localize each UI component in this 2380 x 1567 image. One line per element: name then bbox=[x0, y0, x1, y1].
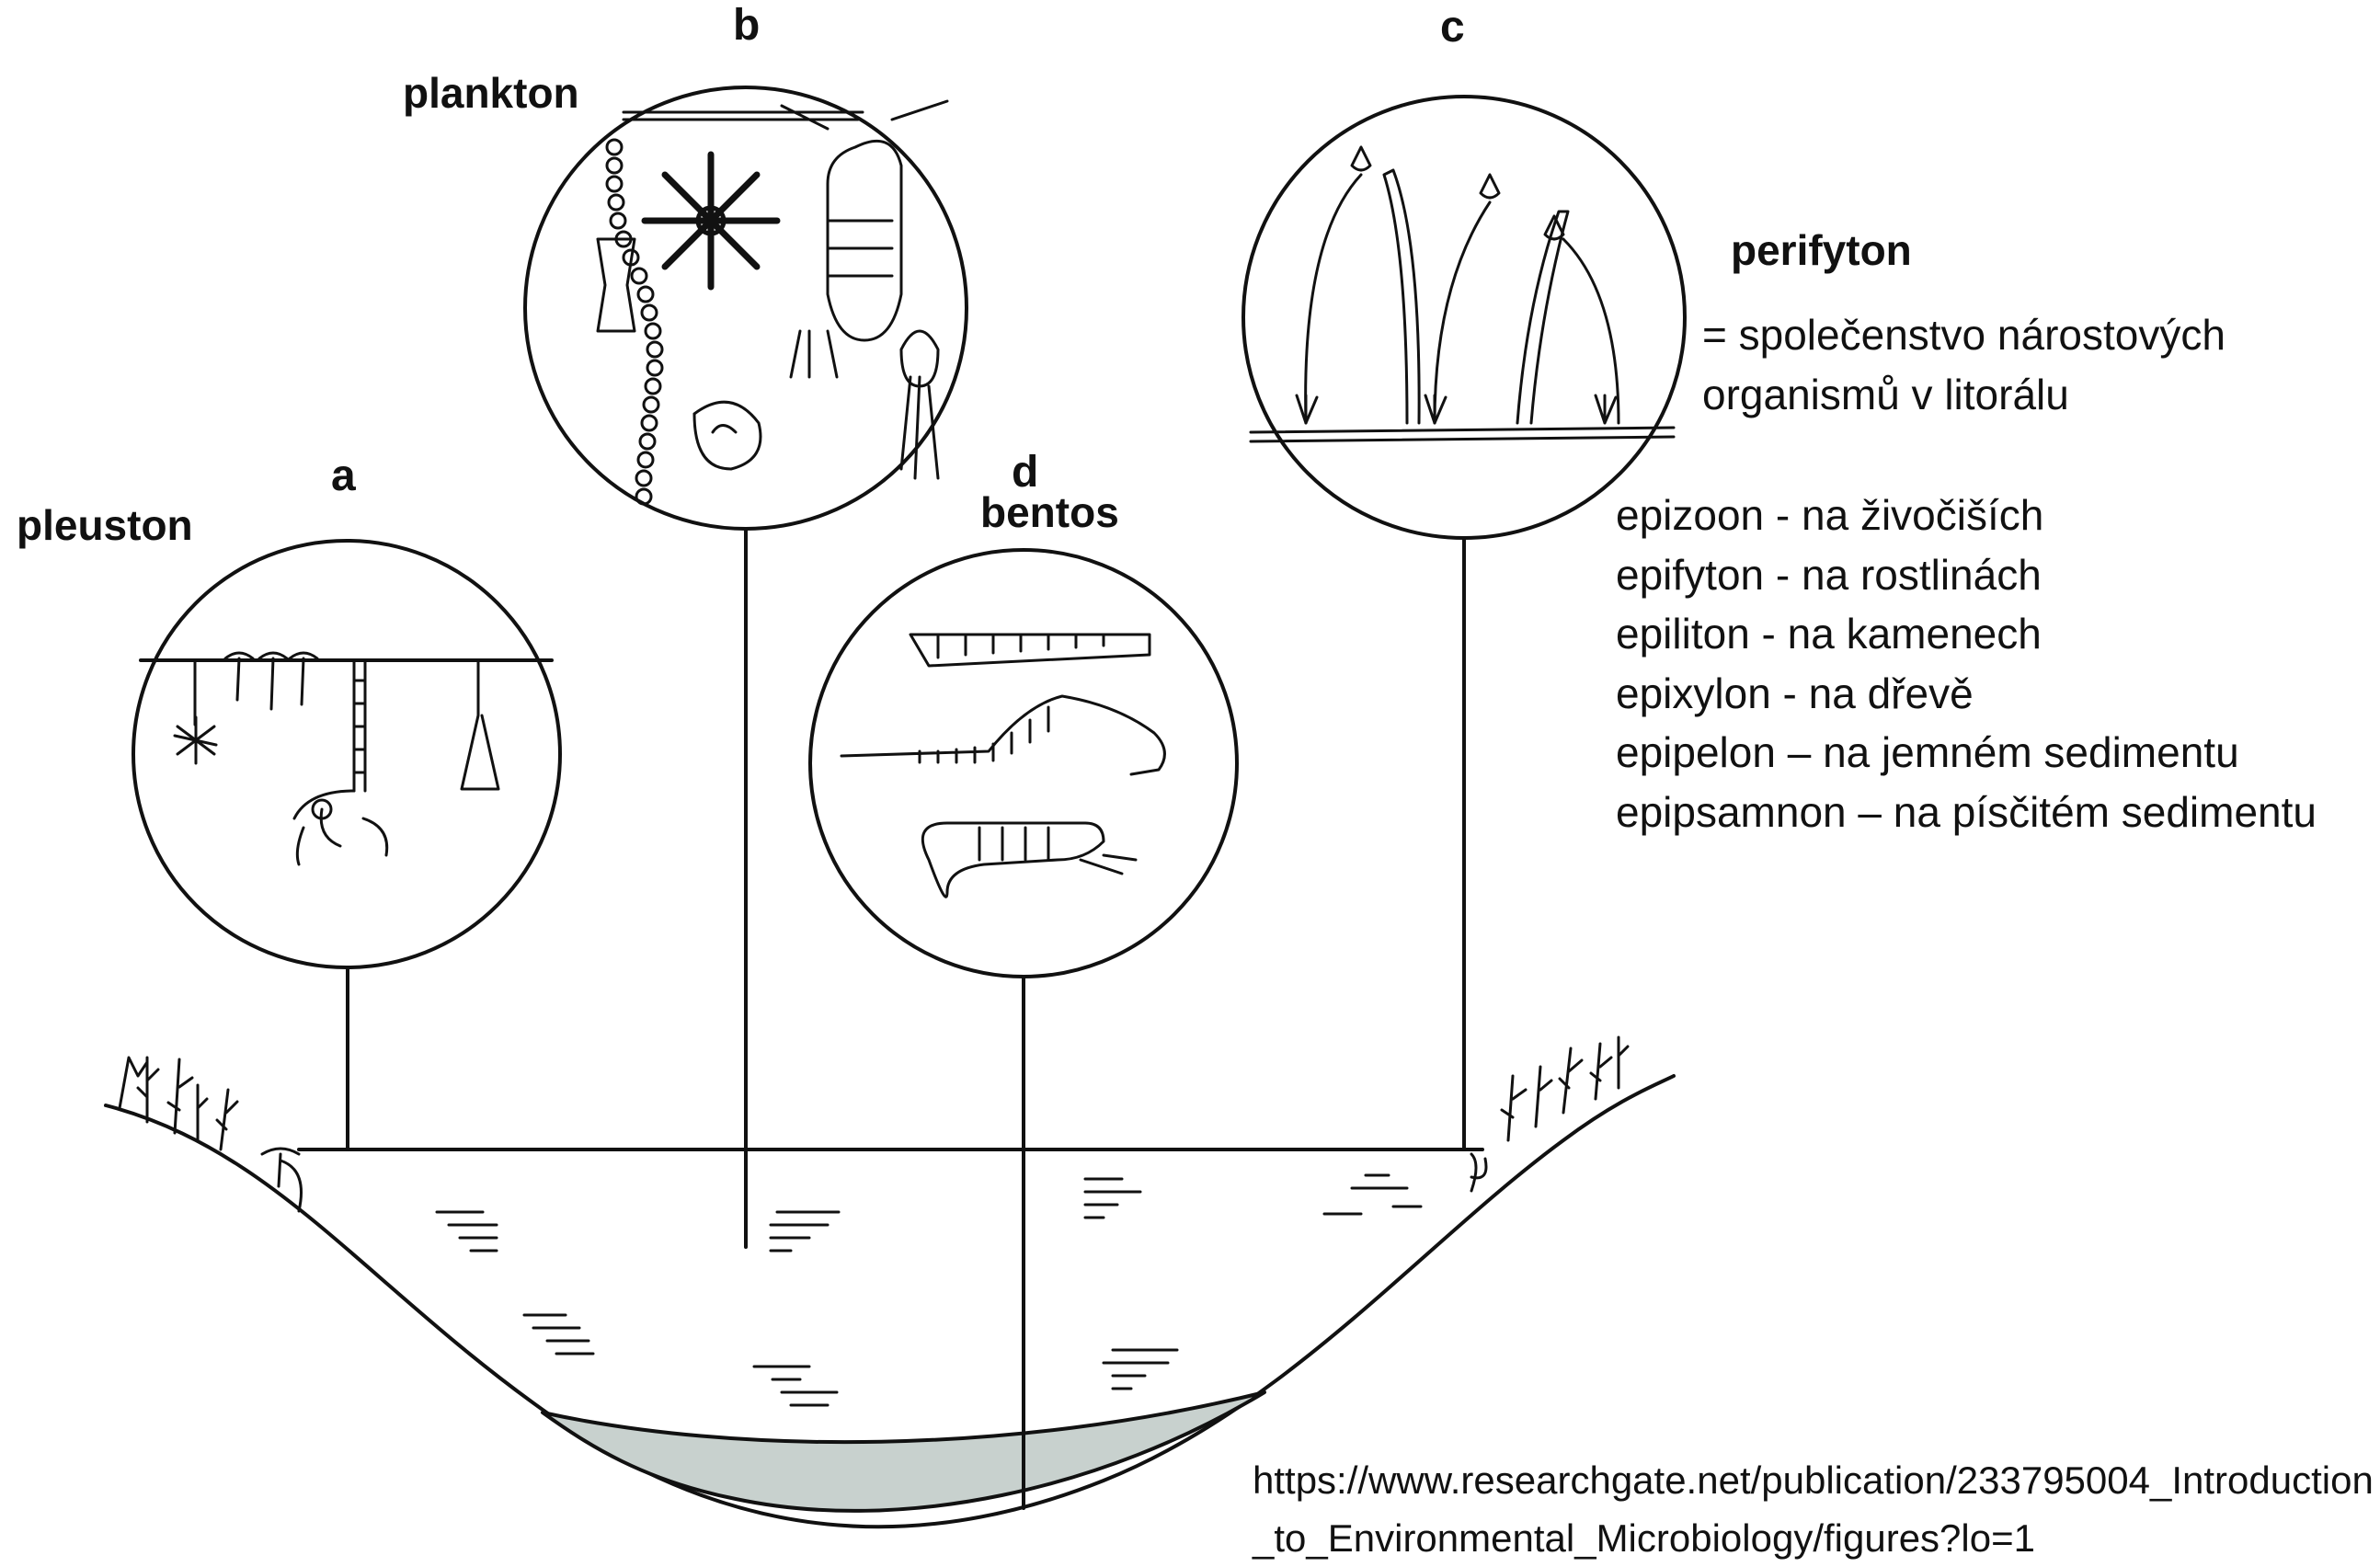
perifyton-definition-line2: organismů v litorálu bbox=[1702, 370, 2069, 419]
perifyton-type-item: epipsamnon – na písčitém sedimentu bbox=[1616, 783, 2317, 842]
water-hatch-lines bbox=[437, 1175, 1421, 1405]
perifyton-types-list: epizoon - na živočiších epifyton - na ro… bbox=[1616, 486, 2317, 841]
circle-d-bentos bbox=[810, 550, 1237, 977]
source-url: https://www.researchgate.net/publication… bbox=[1253, 1451, 2380, 1567]
perifyton-type-item: epiliton - na kamenech bbox=[1616, 604, 2317, 664]
letter-a: a bbox=[331, 451, 356, 501]
perifyton-type-item: epixylon - na dřevě bbox=[1616, 664, 2317, 724]
asterionella-star bbox=[645, 154, 777, 287]
sediment-layer bbox=[543, 1392, 1264, 1511]
circle-a-pleuston bbox=[133, 541, 560, 967]
label-plankton: plankton bbox=[403, 68, 579, 118]
perifyton-type-item: epifyton - na rostlinách bbox=[1616, 545, 2317, 605]
perifyton-definition-line1: = společenstvo nárostových bbox=[1702, 310, 2226, 360]
circle-c-perifyton bbox=[1243, 97, 1685, 538]
letter-c: c bbox=[1440, 2, 1465, 52]
circle-b-plankton bbox=[525, 87, 967, 529]
label-pleuston: pleuston bbox=[17, 500, 193, 550]
perifyton-type-item: epizoon - na živočiších bbox=[1616, 486, 2317, 545]
label-perifyton: perifyton bbox=[1731, 224, 1915, 278]
label-bentos: bentos bbox=[980, 487, 1119, 537]
perifyton-type-item: epipelon – na jemném sedimentu bbox=[1616, 723, 2317, 783]
letter-b: b bbox=[733, 0, 760, 51]
